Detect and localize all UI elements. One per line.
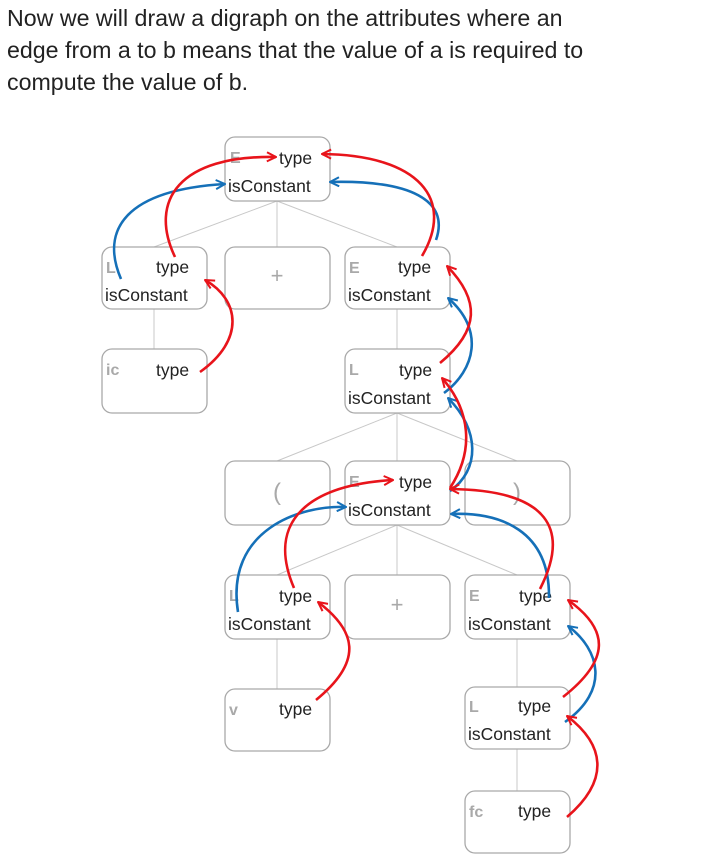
node-e-low: E type isConstant xyxy=(464,574,571,640)
isconstant-dependency-edges xyxy=(112,182,597,724)
node-symbol: L xyxy=(229,588,239,605)
tree-edges xyxy=(153,200,518,791)
isconstant-dependency-edge xyxy=(564,626,597,724)
node-symbol: fc xyxy=(469,804,483,821)
node-box xyxy=(464,790,571,854)
node-symbol: + xyxy=(391,592,404,617)
node-symbol: E xyxy=(469,588,480,605)
tree-edge xyxy=(276,200,398,248)
node-symbol: ( xyxy=(273,479,281,506)
type-attribute: type xyxy=(398,257,431,277)
type-dependency-edge xyxy=(315,602,351,702)
isconstant-attribute: isConstant xyxy=(228,176,311,196)
node-box xyxy=(344,246,451,310)
intro-line-1: Now we will draw a digraph on the attrib… xyxy=(7,5,563,31)
node-ic: ic type xyxy=(101,348,208,414)
isconstant-attribute: isConstant xyxy=(468,724,551,744)
node-symbol: L xyxy=(106,260,116,277)
node-fc: fc type xyxy=(464,790,571,854)
node-box xyxy=(224,246,331,310)
isconstant-attribute: isConstant xyxy=(348,285,431,305)
node-rparen: ) xyxy=(464,460,571,526)
type-dependency-edge xyxy=(442,378,468,489)
tree-edge xyxy=(153,200,278,248)
type-attribute: type xyxy=(519,586,552,606)
node-symbol: + xyxy=(271,263,284,288)
isconstant-attribute: isConstant xyxy=(468,614,551,634)
node-v: v type xyxy=(224,688,331,752)
node-symbol: E xyxy=(349,474,360,491)
isconstant-dependency-edge xyxy=(448,398,474,493)
intro-text: Now we will draw a digraph on the attrib… xyxy=(7,2,702,98)
type-attribute: type xyxy=(399,472,432,492)
node-e-root: E type isConstant xyxy=(224,136,331,202)
node-e-mid: E type isConstant xyxy=(344,460,451,526)
node-symbol: L xyxy=(469,699,479,716)
type-dependency-edge xyxy=(322,154,436,257)
type-dependency-edges xyxy=(164,154,601,818)
isconstant-attribute: isConstant xyxy=(348,388,431,408)
tree-edge xyxy=(396,524,518,576)
isconstant-attribute: isConstant xyxy=(228,614,311,634)
node-lparen: ( xyxy=(224,460,331,526)
node-plus-top: + xyxy=(224,246,331,310)
node-box xyxy=(224,574,331,640)
type-attribute: type xyxy=(156,257,189,277)
type-dependency-edge xyxy=(450,489,555,590)
tree-edge xyxy=(396,412,518,462)
node-box xyxy=(101,246,208,310)
node-symbol: ic xyxy=(106,362,119,379)
tree-edge xyxy=(276,412,398,462)
intro-line-2: edge from a to b means that the value of… xyxy=(7,37,584,63)
type-attribute: type xyxy=(279,586,312,606)
node-l-bottom: L type isConstant xyxy=(464,686,571,750)
type-dependency-edge xyxy=(283,480,393,589)
isconstant-dependency-edge xyxy=(235,507,346,613)
type-dependency-edge xyxy=(164,157,276,258)
isconstant-dependency-edge xyxy=(112,184,225,280)
isconstant-dependency-edge xyxy=(443,298,473,395)
type-attribute: type xyxy=(279,148,312,168)
node-e-right: E type isConstant xyxy=(344,246,451,310)
node-symbol: E xyxy=(349,260,360,277)
node-symbol: ) xyxy=(513,479,521,506)
type-attribute: type xyxy=(518,801,551,821)
node-l-low: L type isConstant xyxy=(224,574,331,640)
isconstant-attribute: isConstant xyxy=(348,500,431,520)
node-l-mid: L type isConstant xyxy=(344,348,451,414)
tree-edge xyxy=(276,524,398,576)
intro-line-3: compute the value of b. xyxy=(7,69,249,95)
type-dependency-edge xyxy=(199,278,234,374)
type-dependency-edge xyxy=(567,716,599,818)
node-plus-low: + xyxy=(344,574,451,640)
node-box xyxy=(464,460,571,526)
type-attribute: type xyxy=(518,696,551,716)
node-symbol: L xyxy=(349,362,359,379)
isconstant-dependency-edge xyxy=(330,182,440,241)
node-symbol: v xyxy=(229,702,238,719)
type-attribute: type xyxy=(279,699,312,719)
node-box xyxy=(224,136,331,202)
isconstant-attribute: isConstant xyxy=(105,285,188,305)
type-attribute: type xyxy=(399,360,432,380)
type-dependency-edge xyxy=(439,266,473,365)
node-box xyxy=(344,574,451,640)
type-dependency-edge xyxy=(562,600,601,699)
node-l-left: L type isConstant xyxy=(101,246,208,310)
type-attribute: type xyxy=(156,360,189,380)
node-box xyxy=(224,688,331,752)
node-box xyxy=(101,348,208,414)
